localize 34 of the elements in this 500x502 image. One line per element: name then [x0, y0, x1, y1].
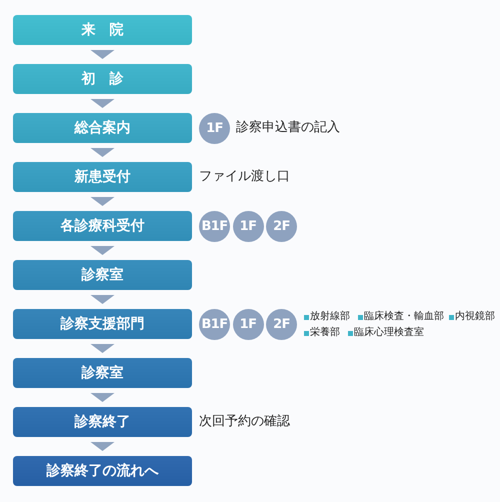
arrow	[90, 148, 114, 157]
floor-badge: 1F	[232, 210, 264, 242]
department-name: 内視鏡部	[455, 311, 495, 323]
arrow	[90, 99, 114, 108]
step-box: 各診療科受付	[13, 211, 192, 241]
step-box: 初 診	[13, 64, 192, 94]
arrow	[90, 246, 114, 255]
step-box: 診察支援部門	[13, 309, 192, 339]
floor-badge: 2F	[266, 308, 297, 340]
floor-badge: B1F	[199, 210, 230, 242]
step-box: 総合案内	[13, 113, 192, 143]
step-box: 診察室	[13, 260, 192, 290]
note-text: 診察申込書の記入	[236, 120, 340, 136]
step-box: 来 院	[13, 15, 192, 45]
floor-badge: 2F	[266, 210, 297, 242]
floor-badge: 1F	[232, 308, 264, 340]
department-name: 放射線部	[310, 311, 350, 323]
step-box: 診察室	[13, 358, 192, 388]
arrow	[90, 197, 114, 206]
department-name: 臨床心理検査室	[354, 327, 424, 339]
floor-badge: 1F	[199, 112, 230, 144]
arrow	[90, 295, 114, 304]
arrow	[90, 393, 114, 402]
arrow	[90, 50, 114, 59]
department-name: 栄養部	[310, 327, 340, 339]
department-name: 臨床検査・輸血部	[364, 311, 444, 323]
arrow	[90, 344, 114, 353]
note-text: 次回予約の確認	[199, 414, 290, 430]
step-box: 新患受付	[13, 162, 192, 192]
floor-badge: B1F	[199, 308, 230, 340]
arrow	[90, 442, 114, 451]
step-box: 診察終了	[13, 407, 192, 437]
step-box: 診察終了の流れへ	[13, 456, 192, 486]
note-text: ファイル渡し口	[199, 169, 290, 185]
